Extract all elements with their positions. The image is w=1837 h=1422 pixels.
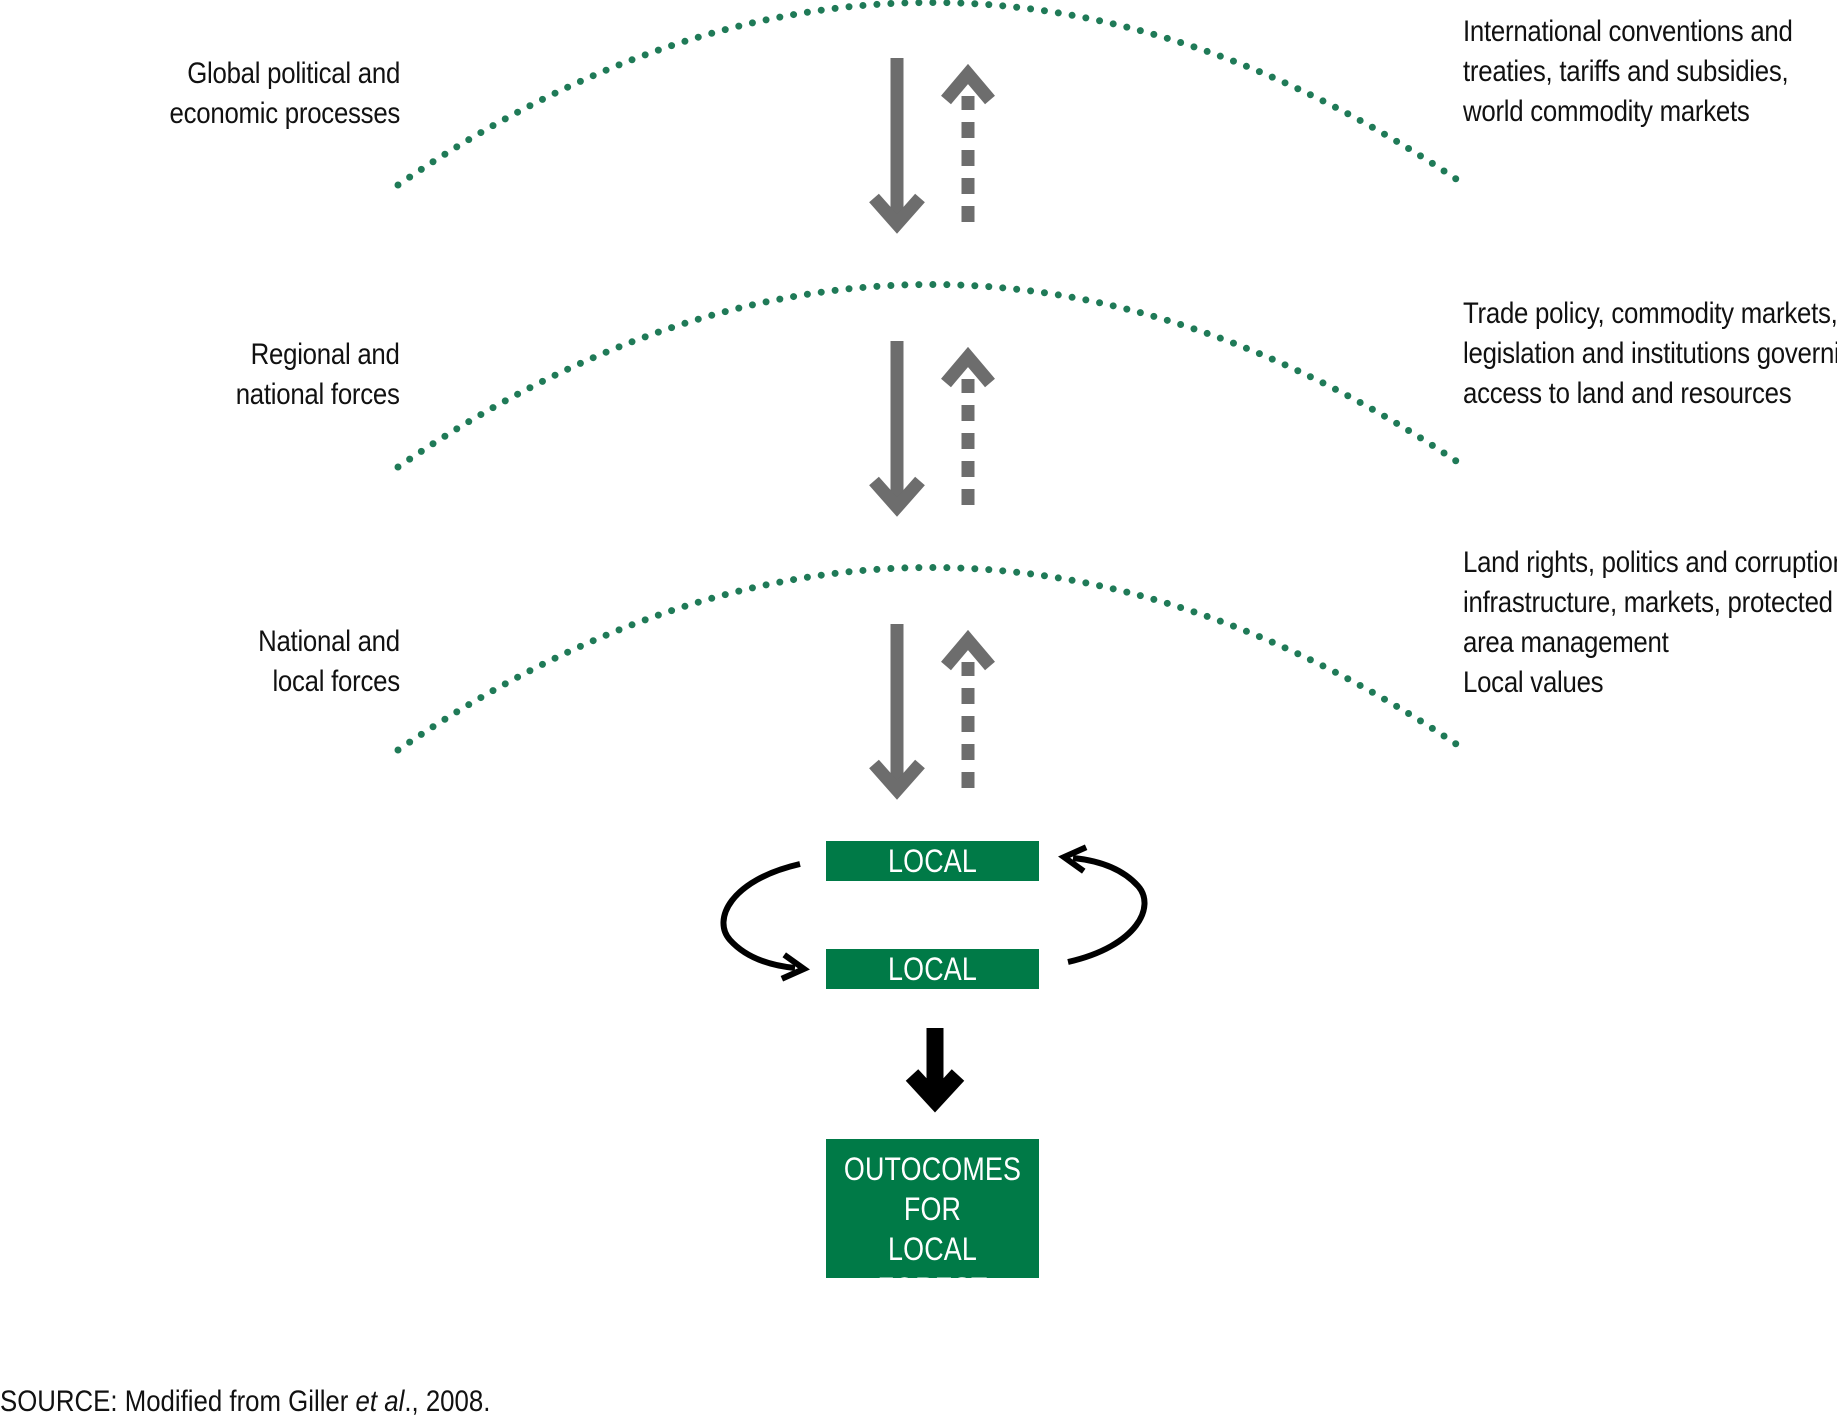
outcome-line: LOCAL FOREST xyxy=(877,1231,988,1307)
outcome-line: OUTOCOMES FOR xyxy=(843,1151,1022,1227)
level-2-right-line: access to land and resources xyxy=(1463,377,1792,410)
level-3-dashed-up-arrow-icon xyxy=(941,629,995,788)
level-1-left-label: Global political and economic processes xyxy=(169,54,400,134)
level-2-dashed-up-arrow-icon xyxy=(941,346,995,505)
level-3-down-arrow-icon xyxy=(869,624,925,800)
level-1-right-label: International conventions and treaties, … xyxy=(1463,12,1793,132)
level-2-right-label: Trade policy, commodity markets, legisla… xyxy=(1463,294,1837,414)
local-responses-label: LOCAL RESPONSES xyxy=(848,843,1017,919)
local-responses-box: LOCAL RESPONSES xyxy=(826,841,1039,919)
level-2-left-line: Regional and xyxy=(251,338,400,371)
level-1-dashed-up-arrow-icon xyxy=(941,63,995,222)
level-3-left-line: local forces xyxy=(272,665,401,698)
outcome-down-arrow-icon xyxy=(905,1028,965,1113)
level-1-right-line: treaties, tariffs and subsidies, xyxy=(1463,55,1789,88)
level-1-down-arrow-icon xyxy=(869,58,925,234)
level-2-right-line: Trade policy, commodity markets, xyxy=(1463,297,1837,330)
right-cycle-arrow-icon xyxy=(1058,844,1148,965)
level-1-dotted-arc xyxy=(394,0,1469,189)
level-3-left-label: National and local forces xyxy=(258,622,400,702)
source-italic: et al xyxy=(355,1385,405,1418)
source-prefix: SOURCE: Modified from Giller xyxy=(0,1385,356,1418)
level-2-right-line: legislation and institutions governing xyxy=(1463,337,1837,370)
level-3-right-line: Land rights, politics and corruption, xyxy=(1463,546,1837,579)
left-cycle-arrow-icon xyxy=(720,861,810,982)
level-3-left-line: National and xyxy=(258,625,400,658)
level-3-right-line: area management xyxy=(1463,626,1669,659)
level-2-down-arrow-icon xyxy=(869,341,925,517)
level-3-right-line: Local values xyxy=(1463,666,1604,699)
level-2-left-label: Regional and national forces xyxy=(236,335,400,415)
level-1-left-line: Global political and xyxy=(187,57,400,90)
level-3-right-label: Land rights, politics and corruption, in… xyxy=(1463,543,1837,703)
outcome-line: CONSERVATION xyxy=(843,1311,1056,1347)
level-1-left-line: economic processes xyxy=(169,97,400,130)
local-resources-label: LOCAL RESOURCES xyxy=(846,951,1019,1027)
level-2-left-line: national forces xyxy=(236,378,400,411)
source-suffix: ., 2008. xyxy=(404,1385,491,1418)
level-3-dotted-arc xyxy=(394,564,1469,754)
source-note: SOURCE: Modified from Giller et al., 200… xyxy=(0,1382,490,1422)
level-3-right-line: infrastructure, markets, protected xyxy=(1463,586,1833,619)
outcome-box: OUTOCOMES FOR LOCAL FOREST CONSERVATION xyxy=(826,1139,1055,1347)
local-resources-box: LOCAL RESOURCES xyxy=(826,949,1039,1027)
level-2-dotted-arc xyxy=(394,281,1469,471)
level-1-right-line: International conventions and xyxy=(1463,15,1793,48)
level-1-right-line: world commodity markets xyxy=(1463,95,1750,128)
